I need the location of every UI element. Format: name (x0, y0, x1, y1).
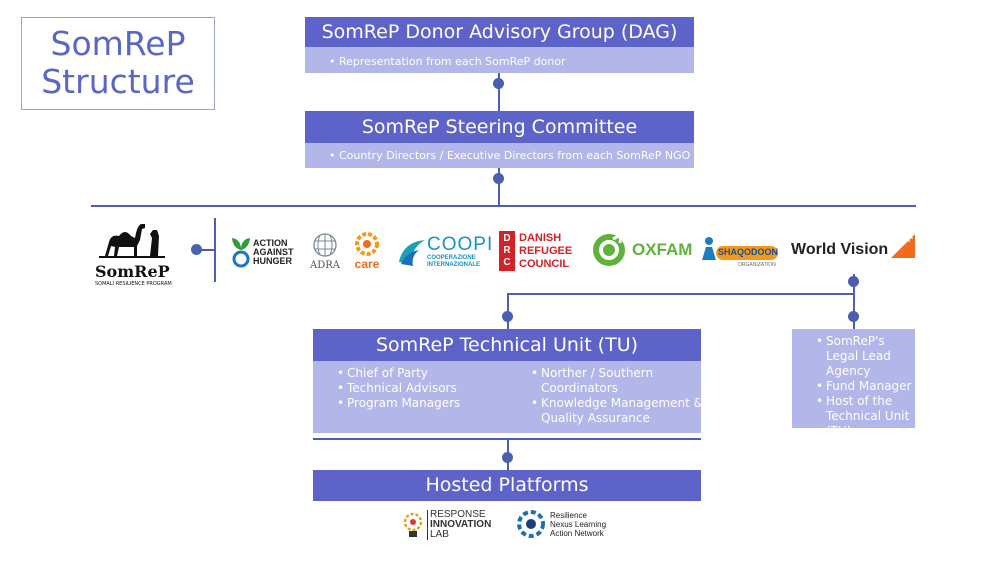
logo-world-vision: World Vision (791, 232, 917, 266)
network-icon (517, 510, 545, 538)
connector-dot (502, 452, 513, 463)
steering-header: SomReP Steering Committee (305, 111, 694, 143)
connector-steering-partners (498, 168, 500, 206)
ril-line-2: INNOVATION (430, 519, 492, 530)
ril-line-1: RESPONSE (430, 509, 486, 520)
lead-list: SomReP's Legal Lead Agency Fund Manager … (814, 334, 915, 439)
logo-oxfam: OXFAM (592, 233, 692, 269)
partners-separator (214, 218, 216, 282)
coopi-sub-1: COOPERAZIONE (427, 255, 476, 261)
person-icon (702, 237, 716, 260)
connector-dag-steering (498, 73, 500, 111)
lead-item: SomReP's Legal Lead Agency (826, 334, 915, 379)
lead-item: Host of the Technical Unit (TU) (826, 394, 915, 439)
oxfam-icon (593, 233, 625, 266)
dag-header: SomReP Donor Advisory Group (DAG) (305, 17, 694, 47)
coopi-name: COOPI (427, 234, 494, 255)
tu-left-item: Technical Advisors (347, 381, 517, 396)
adra-label: ADRA (310, 260, 340, 271)
somrep-link-line (196, 249, 214, 251)
care-label: care (354, 257, 380, 271)
logo-drc: DRC DANISH REFUGEE COUNCIL (499, 231, 579, 273)
somrep-logo-name: SomReP (95, 262, 170, 281)
lightbulb-icon (403, 512, 423, 537)
rnl-line-2: Nexus Learning (550, 520, 607, 529)
rnl-line-3: Action Network (550, 529, 604, 538)
logo-shaqodoon: SHAQODOON ORGANIZATION (700, 236, 780, 270)
connector-horizontal (507, 293, 855, 295)
tu-left-list: Chief of Party Technical Advisors Progra… (335, 366, 517, 411)
oxfam-label: OXFAM (632, 240, 693, 259)
aah-line-2: AGAINST (253, 247, 294, 257)
somrep-logo-tagline: SOMALI RESILIENCE PROGRAM (95, 281, 172, 287)
connector-dot (493, 173, 504, 184)
dag-bullet: Representation from each SomReP donor (339, 55, 694, 68)
coopi-wave-icon (399, 240, 425, 266)
connector-dot (848, 276, 859, 287)
connector-dot (502, 311, 513, 322)
sprout-icon (232, 238, 250, 268)
steering-bullet: Country Directors / Executive Directors … (339, 149, 694, 162)
world-vision-star-icon (891, 234, 915, 258)
drc-line-2: REFUGEE (519, 245, 573, 257)
coopi-sub-2: INTERNAZIONALE (427, 262, 480, 268)
partners-top-line (91, 205, 916, 207)
shaqodoon-name: SHAQODOON (718, 247, 779, 257)
world-vision-label: World Vision (791, 241, 889, 258)
drc-line-1: DANISH (519, 232, 562, 244)
title-line-2: Structure (41, 62, 195, 101)
logo-response-innovation-lab: RESPONSE INNOVATION LAB (401, 509, 501, 543)
steering-details: Country Directors / Executive Directors … (305, 143, 694, 168)
connector-dot (848, 311, 859, 322)
tu-details: Chief of Party Technical Advisors Progra… (313, 361, 703, 433)
somrep-logo: SomReP SOMALI RESILIENCE PROGRAM (95, 216, 180, 287)
logo-care: care (350, 232, 384, 272)
somrep-link-dot (191, 244, 202, 255)
rnl-line-1: Resilience (550, 511, 587, 520)
tu-left-item: Chief of Party (347, 366, 517, 381)
aah-line-1: ACTION (253, 238, 288, 248)
care-hands-icon (355, 232, 379, 256)
tu-bottom-line (313, 438, 701, 440)
hosted-header: Hosted Platforms (313, 470, 701, 501)
lead-item: Fund Manager (826, 379, 915, 394)
tu-right-list: Norther / Southern Coordinators Knowledg… (529, 366, 706, 426)
drc-abbr: DRC (503, 233, 511, 268)
drc-line-3: COUNCIL (519, 258, 570, 270)
globe-icon (313, 233, 337, 257)
tu-left-item: Program Managers (347, 396, 517, 411)
lead-agency-panel: SomReP's Legal Lead Agency Fund Manager … (792, 329, 915, 438)
aah-line-3: HUNGER (253, 256, 293, 266)
connector-dot (493, 78, 504, 89)
tu-right-item: Norther / Southern Coordinators (541, 366, 706, 396)
camel-icon (99, 224, 165, 258)
logo-action-against-hunger: ACTION AGAINST HUNGER (231, 232, 301, 272)
shaqodoon-sub: ORGANIZATION (738, 262, 776, 268)
ril-line-3: LAB (430, 529, 449, 540)
title-line-1: SomReP (50, 24, 186, 63)
dag-details: Representation from each SomReP donor (305, 47, 694, 73)
tu-header: SomReP Technical Unit (TU) (313, 329, 701, 361)
slide-title: SomReP Structure (21, 17, 215, 110)
logo-coopi: COOPI COOPERAZIONE INTERNAZIONALE (397, 232, 492, 272)
logo-adra: ADRA (308, 233, 342, 273)
logo-resilience-nexus: Resilience Nexus Learning Action Network (516, 508, 616, 542)
tu-right-item: Knowledge Management & Quality Assurance (541, 396, 706, 426)
